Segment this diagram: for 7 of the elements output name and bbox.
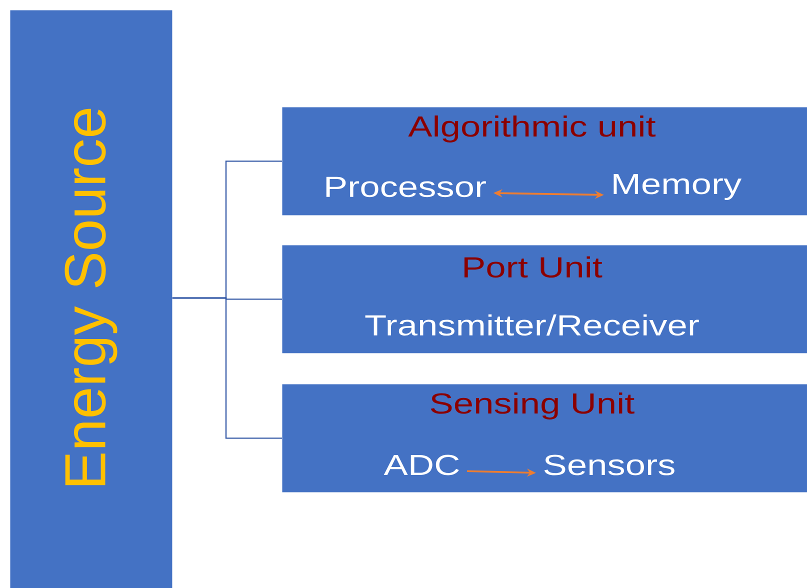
unit-box: Port Unit Transmitter/Receiver — [282, 245, 807, 354]
energy-source-bar: Energy Source — [10, 10, 172, 588]
bracket-connector — [172, 297, 282, 439]
component-text: Memory — [614, 174, 742, 200]
component-text: Sensors — [544, 454, 674, 476]
component-text: Processor — [326, 176, 486, 198]
component-text: ADC — [384, 454, 459, 476]
